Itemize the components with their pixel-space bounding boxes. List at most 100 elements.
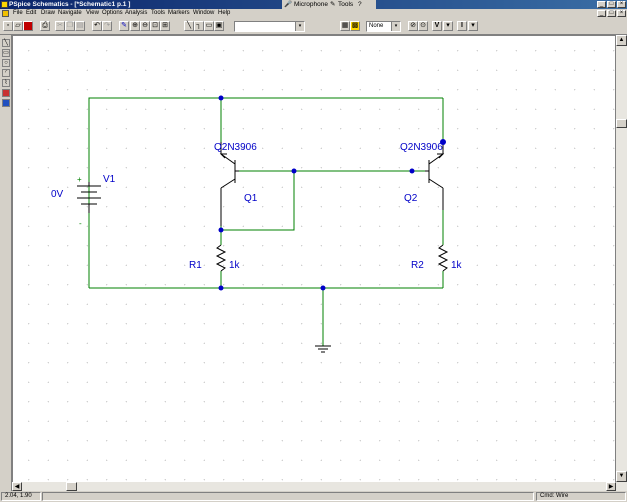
tools-button[interactable]: Tools: [338, 1, 354, 8]
title-bar: PSpice Schematics - [*Schematic1 p.1 ] 🎤…: [0, 0, 627, 9]
voltage-marker-dropdown-icon[interactable]: ▾: [443, 21, 453, 31]
ground-symbol[interactable]: [315, 345, 331, 353]
junction-bottom-left[interactable]: [218, 285, 224, 291]
current-marker-button[interactable]: I: [457, 21, 467, 31]
menu-edit[interactable]: Edit: [26, 10, 37, 16]
close-button[interactable]: ×: [617, 1, 626, 8]
open-folder-icon[interactable]: ▱: [13, 21, 23, 31]
grid-snap-value: None: [369, 23, 384, 29]
junction-base-right[interactable]: [409, 168, 415, 174]
vertical-scroll-thumb[interactable]: [616, 119, 627, 128]
pspice-app-icon[interactable]: [1, 1, 8, 8]
menu-bar: File Edit Draw Navigate View Options Ana…: [0, 9, 627, 18]
new-file-icon[interactable]: ▫: [3, 21, 13, 31]
redo-icon[interactable]: ↷: [102, 21, 112, 31]
document-icon[interactable]: [2, 10, 9, 17]
junction-bottom-mid[interactable]: [320, 285, 326, 291]
draw-arc-icon[interactable]: ◜: [2, 69, 10, 77]
cursor-coordinates: 2.04, 1.90: [1, 492, 41, 501]
menu-tools[interactable]: Tools: [151, 10, 166, 16]
draw-rectangle-icon[interactable]: ▭: [2, 49, 10, 57]
probe-zoom-in-icon[interactable]: ⊘: [408, 21, 418, 31]
microphone-icon[interactable]: 🎤: [284, 1, 293, 8]
zoom-out-icon[interactable]: ⊖: [140, 21, 150, 31]
r1-name-label: R1: [189, 260, 202, 271]
menu-view[interactable]: View: [86, 10, 99, 16]
vertical-scrollbar[interactable]: ▲ ▼: [616, 35, 627, 491]
part-name-combo[interactable]: ▾: [234, 21, 305, 32]
paste-icon[interactable]: ▤: [75, 21, 85, 31]
draw-block-icon[interactable]: ▭: [204, 21, 214, 31]
scroll-down-icon[interactable]: ▼: [616, 471, 627, 482]
cut-icon[interactable]: ✂: [55, 21, 65, 31]
insert-picture-icon[interactable]: [2, 99, 10, 107]
probe-zoom-out-icon[interactable]: ⊙: [418, 21, 428, 31]
redraw-icon[interactable]: ✎: [119, 21, 129, 31]
wire-q1-diode-loop[interactable]: [221, 171, 295, 231]
junction-base-left[interactable]: [291, 168, 297, 174]
status-bar: 2.04, 1.90 Cmd: Wire: [0, 491, 627, 502]
scroll-up-icon[interactable]: ▲: [616, 35, 627, 46]
menu-markers[interactable]: Markers: [168, 10, 190, 16]
zoom-fit-icon[interactable]: ⊞: [160, 21, 170, 31]
part-combo-dropdown-icon[interactable]: ▾: [295, 22, 304, 31]
doc-restore-button[interactable]: □: [607, 10, 616, 17]
undo-icon[interactable]: ↶: [92, 21, 102, 31]
schematic-drawing[interactable]: + - V1 0V Q2N3906 Q1 Q2N3906 Q2 R1 1k R2…: [13, 36, 617, 492]
command-status: Cmd: Wire: [536, 492, 626, 501]
voltage-source-v1[interactable]: [77, 182, 101, 213]
menu-analysis[interactable]: Analysis: [125, 10, 148, 16]
transistor-q1[interactable]: [219, 142, 239, 226]
minimize-button[interactable]: _: [597, 1, 606, 8]
maximize-button[interactable]: □: [607, 1, 616, 8]
q2-name-label: Q2: [404, 193, 418, 204]
draw-polyline-icon[interactable]: ⌇: [2, 79, 10, 87]
help-icon[interactable]: ?: [358, 1, 362, 8]
voltage-marker-button[interactable]: V: [432, 21, 442, 31]
grid-snap-combo[interactable]: None ▾: [366, 21, 401, 32]
zoom-area-icon[interactable]: ⊡: [150, 21, 160, 31]
q2-model-label: Q2N3906: [400, 142, 443, 153]
menu-draw[interactable]: Draw: [41, 10, 56, 16]
print-icon[interactable]: ⎙: [40, 21, 50, 31]
resistor-r2[interactable]: [437, 244, 449, 272]
scroll-right-icon[interactable]: ▶: [606, 482, 616, 491]
drawing-toolbar: ╲ ▭ ○ ◜ ⌇: [0, 35, 12, 491]
horizontal-scrollbar[interactable]: ◀ ▶: [12, 482, 616, 491]
save-icon[interactable]: [23, 21, 33, 31]
window-title: PSpice Schematics - [*Schematic1 p.1 ]: [9, 1, 131, 8]
source-minus-label: -: [79, 219, 82, 228]
menu-file[interactable]: File: [13, 10, 23, 16]
resistor-r1[interactable]: [215, 244, 227, 272]
simulate-icon[interactable]: ▩: [350, 21, 360, 31]
grid-combo-dropdown-icon[interactable]: ▾: [391, 22, 400, 31]
draw-bus-icon[interactable]: ┐: [194, 21, 204, 31]
junction-q2-emitter[interactable]: [440, 139, 446, 145]
source-value-label: 0V: [51, 189, 64, 200]
draw-line-icon[interactable]: ╲: [2, 39, 10, 47]
zoom-in-icon[interactable]: ⊕: [130, 21, 140, 31]
draw-wire-icon[interactable]: ╲: [184, 21, 194, 31]
get-part-icon[interactable]: ▣: [214, 21, 224, 31]
draw-text-icon[interactable]: [2, 89, 10, 97]
doc-close-button[interactable]: ×: [617, 10, 626, 17]
menu-window[interactable]: Window: [193, 10, 215, 16]
horizontal-scroll-thumb[interactable]: [66, 482, 77, 491]
r1-value-label: 1k: [229, 260, 241, 271]
junction-q1-collector[interactable]: [218, 227, 224, 233]
scroll-left-icon[interactable]: ◀: [12, 482, 22, 491]
q1-model-label: Q2N3906: [214, 142, 257, 153]
tools-icon[interactable]: ✎: [330, 1, 336, 8]
menu-navigate[interactable]: Navigate: [58, 10, 82, 16]
menu-help[interactable]: Help: [218, 10, 231, 16]
copy-icon[interactable]: ❐: [65, 21, 75, 31]
schematic-canvas[interactable]: + - V1 0V Q2N3906 Q1 Q2N3906 Q2 R1 1k R2…: [12, 35, 616, 491]
setup-analysis-icon[interactable]: ▦: [340, 21, 350, 31]
menu-options[interactable]: Options: [102, 10, 123, 16]
doc-minimize-button[interactable]: _: [597, 10, 606, 17]
microphone-button[interactable]: Microphone: [294, 1, 328, 8]
draw-circle-icon[interactable]: ○: [2, 59, 10, 67]
status-message-area: [42, 492, 534, 501]
junction-top[interactable]: [218, 95, 224, 101]
current-marker-dropdown-icon[interactable]: ▾: [468, 21, 478, 31]
